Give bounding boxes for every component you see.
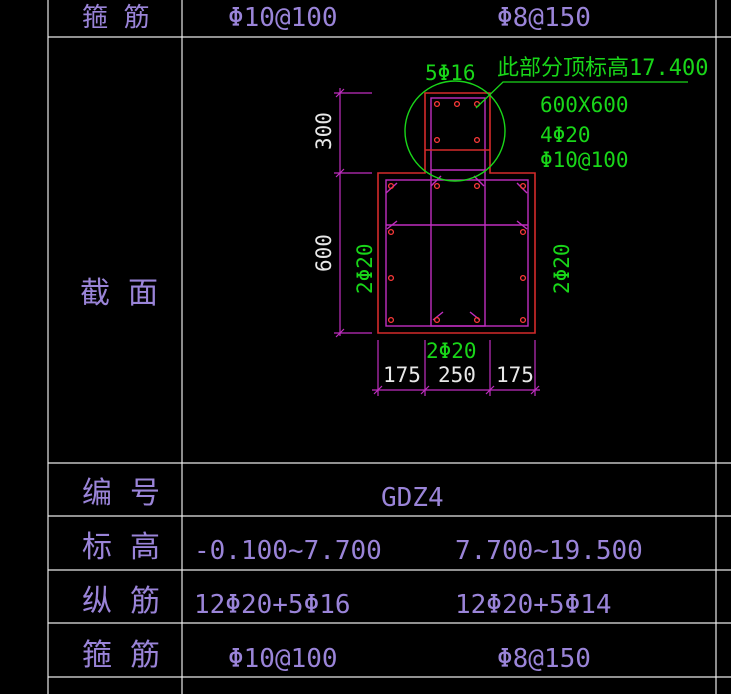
row-id-label: 编 号 [82,476,160,511]
stirrup-hook-4 [516,220,528,230]
row-longitudinal-label: 纵 筋 [82,584,160,619]
dim-tick-top [335,88,345,98]
section-row-label: 截 面 [80,276,158,311]
rebar-dot [519,274,527,282]
dim-width-3: 175 [496,363,534,387]
elevation-note: 此部分顶标高17.400 [497,56,708,81]
section-outline [377,92,536,334]
column-id-value: GDZ4 [381,483,444,513]
bottom-bars-label: 2Φ20 [426,339,477,363]
dim-tick-3 [485,385,495,395]
table-grid [47,0,731,694]
dim-upper-height: 300 [312,112,336,150]
top-row: 箍 筋 Φ10@100 Φ8@150 [82,3,591,33]
rebar-dot [453,100,461,108]
rebar-dot [473,182,481,190]
longitudinal-bars-2: 12Φ20+5Φ14 [455,590,612,620]
inner-stirrup [430,97,486,327]
row-longitudinal: 纵 筋 12Φ20+5Φ16 12Φ20+5Φ14 [82,584,612,620]
dim-lower-height: 600 [312,234,336,272]
stirrup-hook-7 [430,175,442,187]
dim-tick-4 [530,385,540,395]
outer-stirrup [385,179,529,327]
dim-tick-1 [373,385,383,395]
side-bars-right-label: 2Φ20 [550,243,574,294]
stirrup-spacing-1: Φ10@100 [228,644,338,674]
row-stirrup-label: 箍 筋 [82,638,160,673]
dim-tick-bottom [335,328,345,338]
rebar-dot [519,182,527,190]
rebar-dot [433,182,441,190]
stirrup-hook-8 [473,175,485,187]
row-id: 编 号 GDZ4 [82,476,444,513]
note-leader-line [475,81,688,109]
rebar-points [387,100,527,324]
side-bars-left-label: 2Φ20 [353,243,377,294]
dim-tick-2 [420,385,430,395]
vertical-dimension [334,88,372,338]
top-row-stirrup-1: Φ10@100 [228,3,338,33]
dim-width-1: 175 [383,363,421,387]
horizontal-dimension [372,340,540,396]
highlight-circle [404,80,506,182]
section-size-label: 600X600 [540,93,629,117]
row-elevation: 标 高 -0.100~7.700 7.700~19.500 [82,530,643,566]
rebar-dot [473,316,481,324]
stirrup-spacing-2: Φ8@150 [497,644,591,674]
rebar-dot [433,316,441,324]
rebar-dot [519,228,527,236]
main-bars-label: 4Φ20 [540,123,591,147]
rebar-dot [433,136,441,144]
rebar-dot [387,228,395,236]
stirrup-hook-3 [386,220,398,230]
dim-width-2: 250 [438,363,476,387]
rebar-dot [473,136,481,144]
cross-section: 5Φ16 此部分顶标高17.400 600X600 4Φ20 Φ10@100 2… [312,56,708,396]
rebar-dot [387,316,395,324]
rebar-dot [433,100,441,108]
top-row-label: 箍 筋 [82,3,150,33]
rebar-dot [387,274,395,282]
stirrup-spec-label: Φ10@100 [540,148,629,172]
upper-bars-label: 5Φ16 [425,61,476,85]
elevation-range-2: 7.700~19.500 [455,536,643,566]
dim-tick-mid [335,168,345,178]
row-stirrup: 箍 筋 Φ10@100 Φ8@150 [82,638,591,674]
rebar-dot [519,316,527,324]
row-elevation-label: 标 高 [82,530,160,565]
top-row-stirrup-2: Φ8@150 [497,3,591,33]
elevation-range-1: -0.100~7.700 [194,536,382,566]
longitudinal-bars-1: 12Φ20+5Φ16 [194,590,351,620]
rebar-dot [387,182,395,190]
